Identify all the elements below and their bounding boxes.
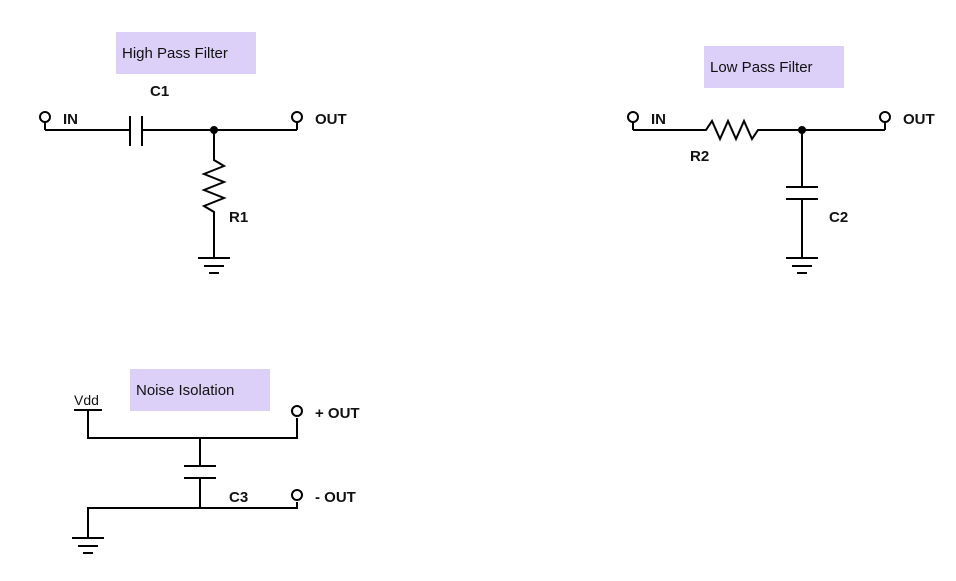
noise-title: Noise Isolation xyxy=(136,382,234,399)
lpf-resistor-r2 xyxy=(633,118,885,142)
hpf-capacitor-c1 xyxy=(129,116,143,146)
lpf-ground-icon xyxy=(786,257,818,274)
lpf-out-label: OUT xyxy=(903,111,935,128)
lpf-in-terminal-icon xyxy=(627,111,639,123)
hpf-ground-icon xyxy=(198,257,230,274)
hpf-title: High Pass Filter xyxy=(122,45,228,62)
neg-out-label: - OUT xyxy=(315,489,356,506)
hpf-r1-label: R1 xyxy=(229,209,248,226)
lpf-title: Low Pass Filter xyxy=(710,59,813,76)
noise-isolation-circuit: Noise Isolation Vdd + OUT - OUT C3 xyxy=(72,369,360,554)
noise-title-box xyxy=(130,369,270,411)
lpf-out-terminal-icon xyxy=(879,111,891,123)
vdd-label: Vdd xyxy=(74,392,99,408)
lpf-c2-label: C2 xyxy=(829,209,848,226)
hpf-in-terminal-icon xyxy=(39,111,51,123)
noise-c3-label: C3 xyxy=(229,489,248,506)
pos-out-terminal-icon xyxy=(291,405,303,417)
hpf-resistor-r1 xyxy=(201,130,227,258)
hpf-out-label: OUT xyxy=(315,111,347,128)
lpf-in-label: IN xyxy=(651,111,666,128)
lpf-r2-label: R2 xyxy=(690,148,709,165)
neg-out-terminal-icon xyxy=(291,489,303,501)
noise-ground-icon xyxy=(72,537,104,554)
hpf-out-terminal-icon xyxy=(291,111,303,123)
noise-capacitor-c3 xyxy=(184,438,216,508)
high-pass-filter-circuit: High Pass Filter IN OUT C1 R1 xyxy=(39,32,347,274)
lpf-capacitor-c2 xyxy=(786,130,818,258)
positive-rail-wire xyxy=(87,410,298,439)
low-pass-filter-circuit: Low Pass Filter IN OUT R2 C2 xyxy=(627,46,935,274)
hpf-in-label: IN xyxy=(63,111,78,128)
hpf-title-box xyxy=(116,32,256,74)
negative-rail-wire xyxy=(87,502,298,538)
pos-out-label: + OUT xyxy=(315,405,360,422)
lpf-title-box xyxy=(704,46,844,88)
hpf-c1-label: C1 xyxy=(150,83,169,100)
